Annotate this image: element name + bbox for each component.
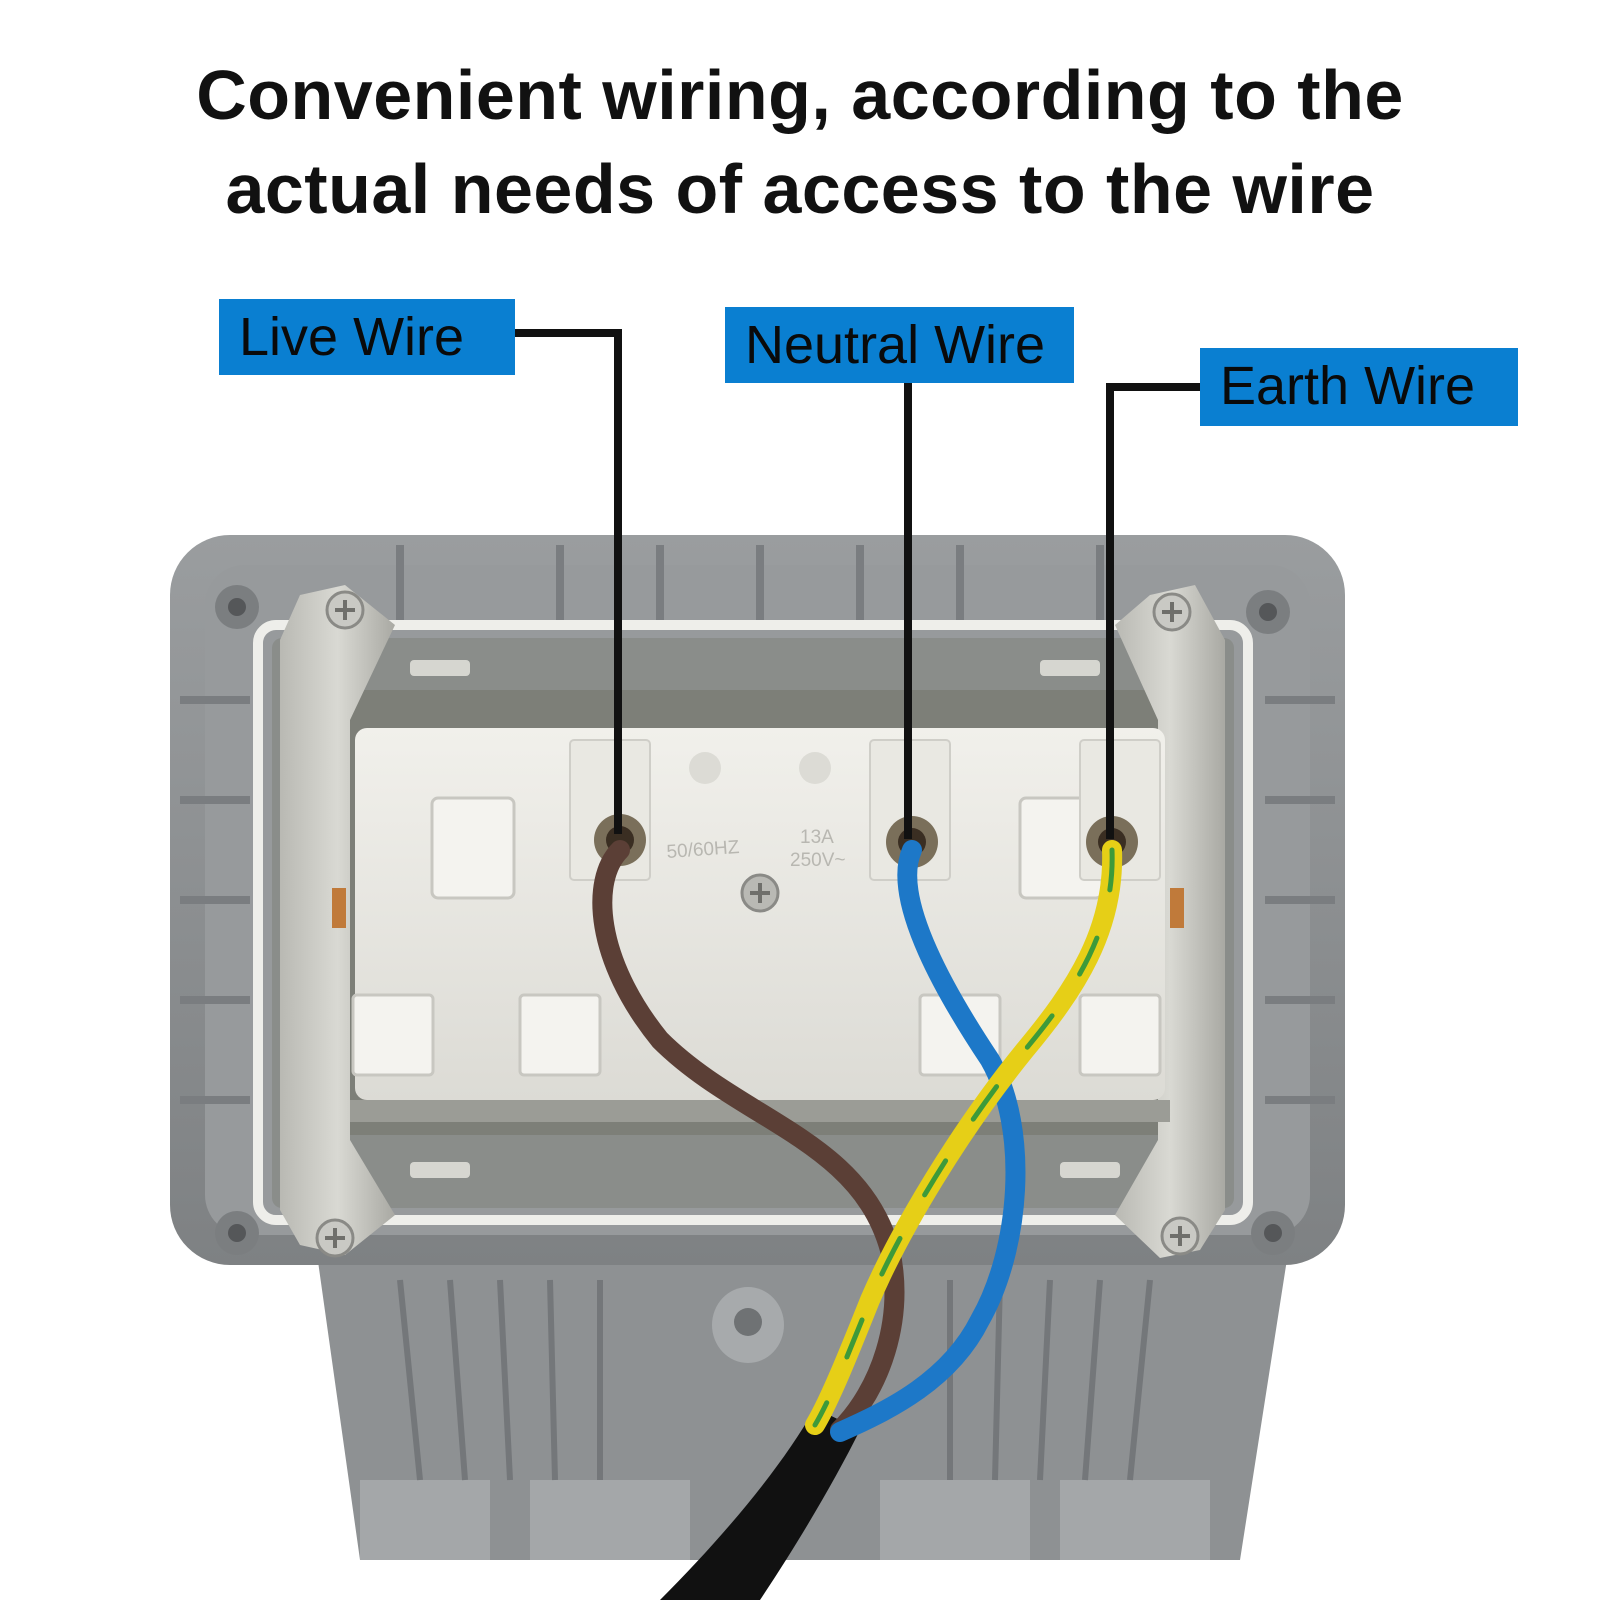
- frequency-marking: 50/60HZ: [666, 837, 741, 863]
- neutral-wire: [830, 840, 1026, 1442]
- leader-lines: [511, 329, 1204, 839]
- earth-wire-label: Earth Wire: [1200, 348, 1518, 426]
- socket-markings: 50/60HZ 13A 250V~: [666, 827, 846, 871]
- live-leader-line: [511, 329, 622, 834]
- live-wire-label: Live Wire: [219, 299, 515, 375]
- headline-line-2: actual needs of access to the wire: [225, 150, 1375, 228]
- neutral-wire-label: Neutral Wire: [725, 307, 1074, 383]
- voltage-marking: 250V~: [790, 850, 845, 871]
- earth-leader-line: [1106, 383, 1204, 839]
- socket-body: [332, 728, 1184, 1122]
- current-marking: 13A: [800, 827, 834, 848]
- wires: [592, 840, 1123, 1442]
- enclosure-base: [315, 1240, 1290, 1560]
- headline: Convenient wiring, according to the actu…: [40, 48, 1560, 236]
- headline-line-1: Convenient wiring, according to the: [196, 56, 1404, 134]
- cable-jacket: [660, 1408, 860, 1600]
- live-wire: [592, 840, 905, 1440]
